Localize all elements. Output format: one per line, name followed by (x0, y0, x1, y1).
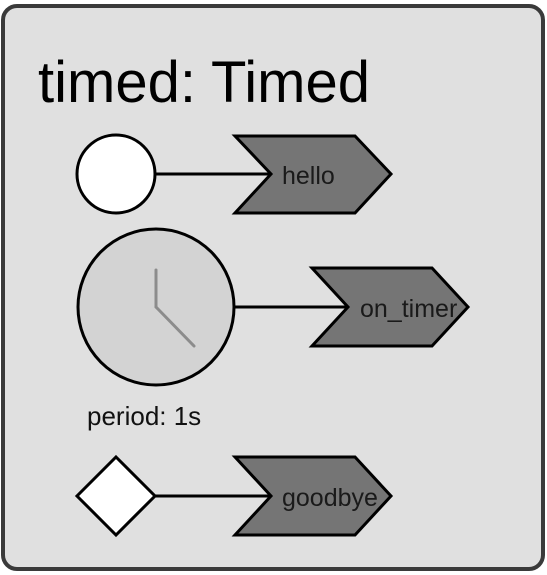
reaction-goodbye-label: goodbye (282, 484, 378, 512)
startup-trigger: hello (75, 133, 394, 215)
reaction-on-timer[interactable]: on_timer (308, 266, 471, 348)
reaction-on-timer-shape[interactable] (308, 266, 471, 348)
reaction-goodbye[interactable]: goodbye (231, 455, 394, 537)
reaction-hello[interactable]: hello (231, 134, 394, 215)
reaction-hello-label: hello (282, 162, 335, 190)
clock-icon (76, 227, 236, 387)
timer-period-label: period: 1s (87, 401, 201, 431)
shutdown-diamond-icon (74, 454, 158, 538)
startup-circle-icon (75, 133, 157, 215)
clock-minute-hand (154, 305, 196, 348)
reaction-hello-shape[interactable] (231, 134, 394, 215)
reaction-goodbye-shape[interactable] (231, 455, 394, 537)
shutdown-trigger: goodbye (74, 454, 394, 538)
reaction-on-timer-label: on_timer (360, 295, 457, 323)
timer-trigger: on_timer period: 1s (76, 227, 471, 431)
reactor-title: timed: Timed (38, 50, 370, 115)
